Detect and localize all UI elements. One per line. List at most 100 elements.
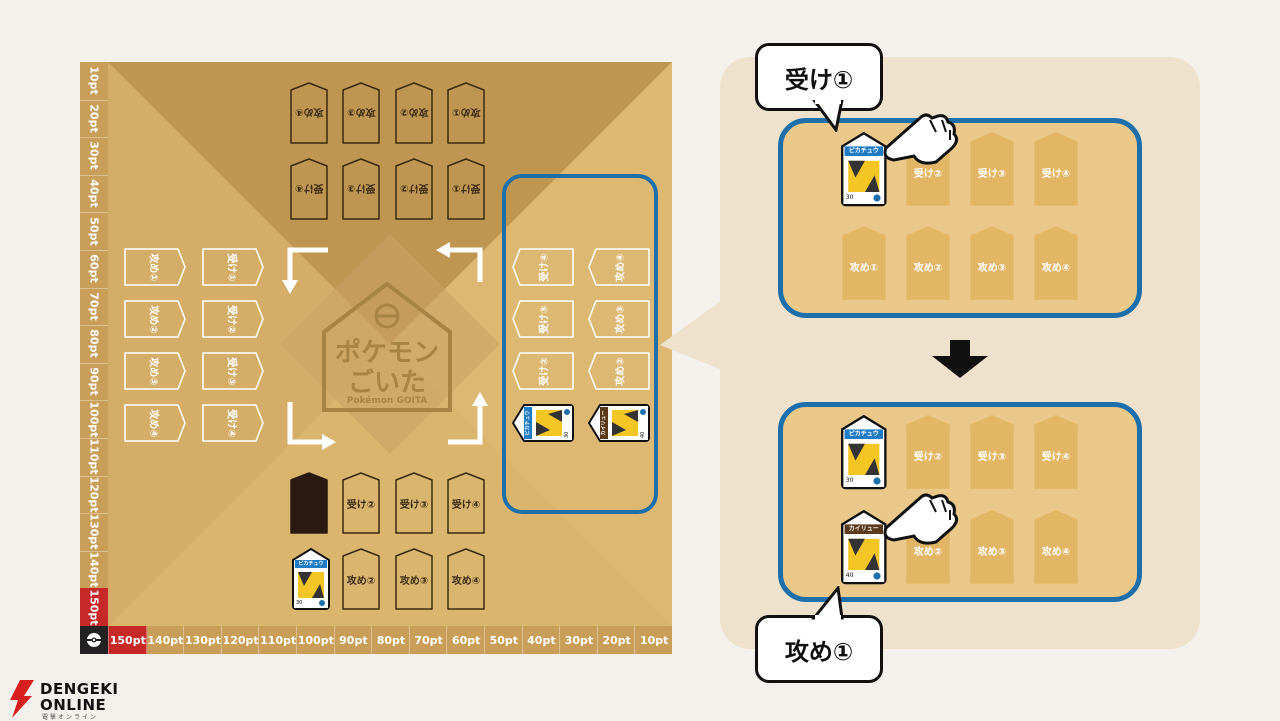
left-defense-slot[interactable]: 受け① [202, 248, 264, 286]
card-points: 30 [296, 600, 303, 606]
bubble-tail [810, 586, 844, 620]
score-track-cell: 140pt [145, 626, 185, 654]
slot-label: 攻め③ [346, 105, 376, 117]
score-track-cell: 150pt [108, 626, 147, 654]
bottom-defense-slot[interactable]: 受け③ [395, 472, 433, 534]
dragonite-card[interactable]: カイリュー 40 [841, 510, 887, 585]
step1-attack-tile[interactable]: 攻め① [842, 226, 886, 300]
left-defense-slot[interactable]: 受け④ [202, 404, 264, 442]
slot-label: 攻め① [451, 105, 481, 117]
card-name: ピカチュウ [525, 410, 531, 436]
tile-label: 攻め③ [977, 263, 1007, 274]
tile-label: 攻め③ [977, 547, 1007, 558]
turn-direction-arrows [282, 242, 488, 450]
bottom-attack-slot[interactable]: 攻め② [342, 548, 380, 610]
left-defense-slot[interactable]: 受け② [202, 300, 264, 338]
slot-label: 攻め② [399, 105, 429, 117]
step1-attack-tile[interactable]: 攻め② [906, 226, 950, 300]
score-track-cell: 20pt [80, 100, 108, 139]
tile-label: 攻め④ [1041, 263, 1071, 274]
bottom-attack-slot[interactable]: 攻め④ [447, 548, 485, 610]
slot-label: 攻め④ [294, 105, 324, 117]
step1-frame [778, 118, 1142, 318]
top-attack-slot[interactable]: 攻め② [395, 82, 433, 144]
pointing-hand-icon [883, 493, 959, 545]
step2-label-bubble: 攻め① [755, 615, 883, 683]
top-defense-slot[interactable]: 受け① [447, 158, 485, 220]
pikachu-card[interactable]: ピカチュウ 30 [841, 415, 887, 490]
top-attack-slot[interactable]: 攻め③ [342, 82, 380, 144]
pikachu-card[interactable]: ピカチュウ 30 [292, 548, 330, 610]
logo-line2: ごいた [347, 368, 426, 398]
bottom-defense-slot[interactable]: 受け④ [447, 472, 485, 534]
top-defense-slot[interactable]: 受け② [395, 158, 433, 220]
pikachu-card[interactable]: ピカチュウ 30 [512, 404, 574, 442]
tile-label: 受け② [913, 452, 943, 463]
step1-defense-tile[interactable]: 受け③ [970, 132, 1014, 206]
pokemon-goita-logo: ポケモン ごいた Pokémon GOITA [322, 282, 452, 412]
score-track-cell: 90pt [80, 363, 108, 402]
score-track-cell: 120pt [80, 476, 108, 515]
tile-label: 攻め④ [1041, 547, 1071, 558]
right-defense-slot[interactable]: 受け④ [512, 248, 574, 286]
right-defense-slot[interactable]: 受け② [512, 352, 574, 390]
slot-label: 攻め② [147, 304, 159, 334]
step1-attack-tile[interactable]: 攻め④ [1034, 226, 1078, 300]
score-track-cell: 100pt [296, 626, 335, 654]
board-background [108, 62, 672, 626]
brand-line2: ONLINE [40, 696, 107, 714]
step1-defense-tile[interactable]: 受け④ [1034, 132, 1078, 206]
score-track-cell: 50pt [80, 212, 108, 251]
slot-label: 攻め① [147, 252, 159, 282]
score-track-cell: 80pt [371, 626, 410, 654]
face-down-piece[interactable] [290, 472, 328, 534]
score-track-cell: 110pt [258, 626, 297, 654]
bottom-defense-slot[interactable]: 受け② [342, 472, 380, 534]
top-attack-slot[interactable]: 攻め① [447, 82, 485, 144]
right-attack-slot[interactable]: 攻め② [588, 352, 650, 390]
pointing-hand-icon [883, 113, 959, 165]
step2-attack-tile[interactable]: 攻め④ [1034, 510, 1078, 584]
score-track-cell: 10pt [80, 62, 108, 101]
left-attack-slot[interactable]: 攻め③ [124, 352, 186, 390]
left-defense-slot[interactable]: 受け③ [202, 352, 264, 390]
score-track-cell: 60pt [446, 626, 485, 654]
score-track-cell: 150pt [80, 588, 108, 627]
top-attack-slot[interactable]: 攻め④ [290, 82, 328, 144]
step2-defense-tile[interactable]: 受け④ [1034, 415, 1078, 489]
card-points: 40 [640, 431, 646, 438]
right-defense-slot[interactable]: 受け③ [512, 300, 574, 338]
tile-label: 受け② [913, 169, 943, 180]
score-track-cell: 50pt [484, 626, 523, 654]
left-attack-slot[interactable]: 攻め④ [124, 404, 186, 442]
slot-label: 受け② [399, 181, 429, 193]
lightning-bolt-icon [10, 680, 34, 718]
slot-label: 攻め② [346, 575, 376, 587]
left-attack-slot[interactable]: 攻め② [124, 300, 186, 338]
score-track-cell: 130pt [183, 626, 222, 654]
dragonite-card[interactable]: カイリュー 40 [588, 404, 650, 442]
slot-label: 受け④ [451, 499, 481, 511]
pokeball-icon [80, 626, 108, 654]
score-track-cell: 90pt [333, 626, 373, 654]
left-attack-slot[interactable]: 攻め① [124, 248, 186, 286]
right-attack-slot[interactable]: 攻め③ [588, 300, 650, 338]
step2-attack-tile[interactable]: 攻め③ [970, 510, 1014, 584]
right-attack-slot[interactable]: 攻め④ [588, 248, 650, 286]
score-track-cell: 100pt [80, 400, 108, 439]
logo-line1: ポケモン [334, 338, 439, 368]
score-track-cell: 30pt [80, 137, 108, 176]
brand-line1: DENGEKI [40, 680, 119, 698]
card-name: ピカチュウ [298, 561, 324, 567]
step1-attack-tile[interactable]: 攻め③ [970, 226, 1014, 300]
card-name: カイリュー [601, 410, 607, 436]
bottom-attack-slot[interactable]: 攻め③ [395, 548, 433, 610]
down-arrow-icon [932, 340, 988, 378]
step2-defense-tile[interactable]: 受け③ [970, 415, 1014, 489]
bubble-tail [812, 100, 844, 132]
step2-defense-tile[interactable]: 受け② [906, 415, 950, 489]
pikachu-card[interactable]: ピカチュウ 30 [841, 132, 887, 207]
top-defense-slot[interactable]: 受け③ [342, 158, 380, 220]
top-defense-slot[interactable]: 受け④ [290, 158, 328, 220]
